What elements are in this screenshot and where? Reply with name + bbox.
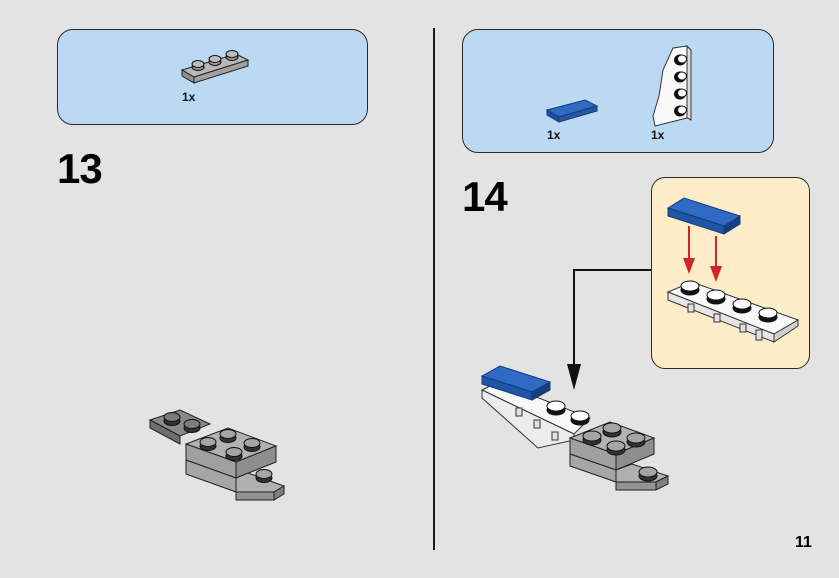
tile-1x2-blue-part [545, 99, 599, 123]
page-number: 11 [795, 534, 812, 551]
part-quantity: 1x [182, 90, 196, 104]
callout-arrow [567, 269, 652, 390]
step-13-parts-box: 1x [57, 29, 368, 125]
step-14-assembly [480, 365, 670, 491]
part-quantity: 1x [547, 128, 561, 142]
step-number: 13 [57, 145, 103, 192]
sub-assembly-drawing [666, 197, 800, 343]
step-13-assembly [148, 409, 286, 501]
step-divider [433, 28, 435, 550]
sub-assembly-callout [651, 177, 810, 369]
wedge-plate-white-part [652, 44, 692, 127]
step-number: 14 [462, 173, 508, 220]
plate-1x3-gray-part [180, 50, 250, 84]
part-quantity: 1x [651, 128, 665, 142]
step-14-parts-box: 1x 1x [462, 29, 774, 153]
